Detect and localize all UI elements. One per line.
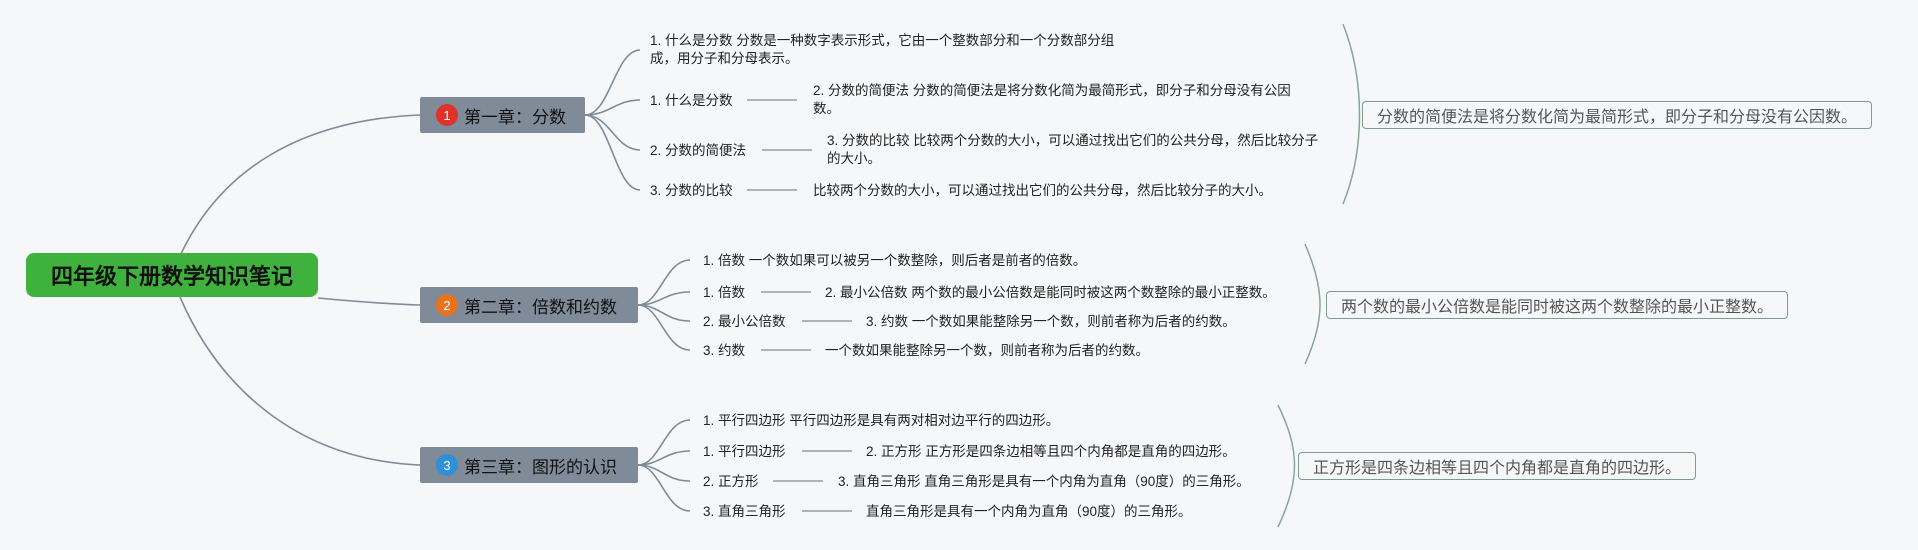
ch1-line-2[interactable]: 1. 什么是分数	[650, 93, 733, 108]
ch3-line-1[interactable]: 1. 平行四边形 平行四边形是具有两对相对边平行的四边形。	[703, 413, 1060, 428]
ch2-line-1[interactable]: 1. 倍数 一个数如果可以被另一个数整除，则后者是前者的倍数。	[703, 253, 1087, 268]
ch3-line-3[interactable]: 2. 正方形 正方形是四条边相等且四个内角都是直角的四边形。	[866, 444, 1236, 459]
chapter-1-title: 第一章：分数	[464, 107, 566, 127]
ch2-line-5[interactable]: 3. 约数 一个数如果能整除另一个数，则前者称为后者的约数。	[866, 314, 1236, 329]
ch1-summary[interactable]: 分数的简便法是将分数化简为最简形式，即分子和分母没有公因数。	[1362, 101, 1873, 129]
brace-ch3	[1277, 404, 1296, 528]
chapter-2-title: 第二章：倍数和约数	[464, 297, 617, 317]
ch2-line-2[interactable]: 1. 倍数	[703, 285, 746, 300]
connector-ch1-l2	[584, 99, 641, 116]
ch2-line-3[interactable]: 2. 最小公倍数 两个数的最小公倍数是能同时被这两个数整除的最小正整数。	[825, 285, 1276, 300]
connector-ch1-l4	[584, 114, 641, 191]
ch3-line-7[interactable]: 直角三角形是具有一个内角为直角（90度）的三角形。	[866, 504, 1192, 519]
ch3-summary[interactable]: 正方形是四条边相等且四个内角都是直角的四边形。	[1298, 452, 1697, 480]
connector-ch1-l1	[584, 49, 641, 116]
ch1-line-5[interactable]: 3. 分数的比较 比较两个分数的大小，可以通过找出它们的公共分母，然后比较分子的…	[827, 133, 1319, 166]
chapter-2-node[interactable]: 2 第二章：倍数和约数	[420, 287, 638, 323]
connector-root-ch1	[179, 114, 421, 257]
brace-ch2	[1304, 243, 1321, 365]
chapter-1-badge: 1	[436, 104, 458, 126]
ch2-line-6[interactable]: 3. 约数	[703, 343, 746, 358]
chapter-3-badge: 3	[436, 454, 458, 476]
connector-ch2-l1	[637, 259, 691, 306]
chapter-2-badge: 2	[436, 294, 458, 316]
ch3-line-6[interactable]: 3. 直角三角形	[703, 504, 786, 519]
connector-ch1-l3	[584, 114, 641, 151]
connector-ch2-l4	[637, 304, 691, 351]
ch1-line-4[interactable]: 2. 分数的简便法	[650, 143, 747, 158]
ch3-line-5[interactable]: 3. 直角三角形 直角三角形是具有一个内角为直角（90度）的三角形。	[838, 474, 1250, 489]
chapter-3-node[interactable]: 3 第三章：图形的认识	[420, 447, 638, 483]
ch3-line-4[interactable]: 2. 正方形	[703, 474, 759, 489]
connector-root-ch2	[317, 297, 421, 306]
chapter-3-title: 第三章：图形的认识	[464, 457, 617, 477]
ch1-line-6[interactable]: 3. 分数的比较	[650, 183, 733, 198]
brace-ch1	[1342, 23, 1361, 205]
ch1-line-3[interactable]: 2. 分数的简便法 分数的简便法是将分数化简为最简形式，即分子和分母没有公因数。	[813, 83, 1291, 116]
ch3-line-2[interactable]: 1. 平行四边形	[703, 444, 786, 459]
connector-root-ch3	[179, 296, 421, 466]
ch2-summary[interactable]: 两个数的最小公倍数是能同时被这两个数整除的最小正整数。	[1326, 291, 1789, 319]
ch1-line-1[interactable]: 1. 什么是分数 分数是一种数字表示形式，它由一个整数部分和一个分数部分组成，用…	[650, 33, 1115, 66]
root-topic[interactable]: 四年级下册数学知识笔记	[26, 253, 318, 297]
chapter-1-node[interactable]: 1 第一章：分数	[420, 97, 585, 133]
ch1-line-7[interactable]: 比较两个分数的大小，可以通过找出它们的公共分母，然后比较分子的大小。	[813, 183, 1272, 198]
ch2-line-4[interactable]: 2. 最小公倍数	[703, 314, 786, 329]
ch2-line-7[interactable]: 一个数如果能整除另一个数，则前者称为后者的约数。	[825, 343, 1149, 358]
connector-ch3-l4	[637, 464, 691, 512]
connector-ch3-l1	[637, 419, 691, 466]
